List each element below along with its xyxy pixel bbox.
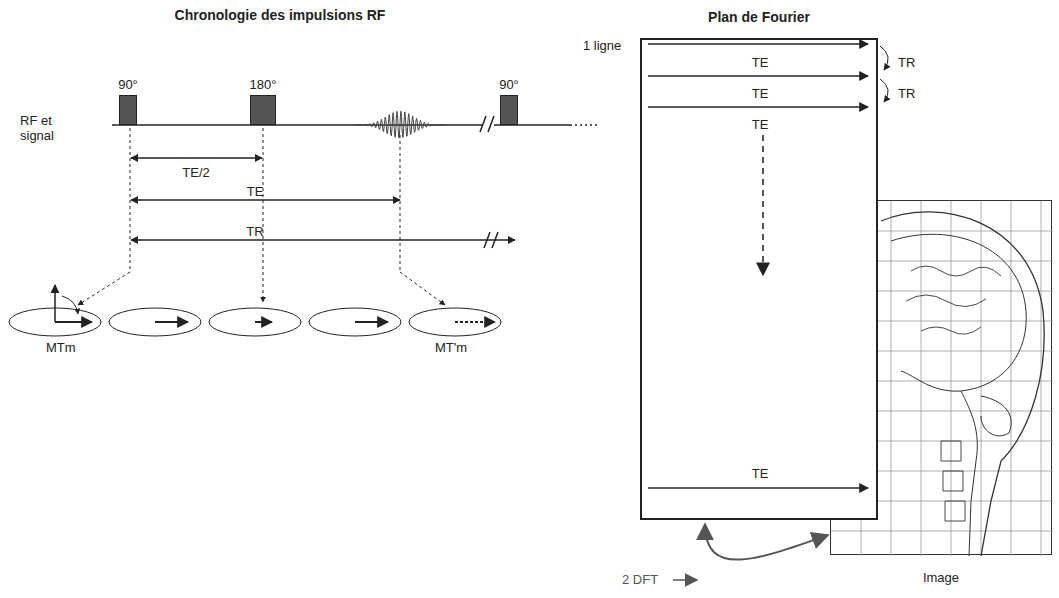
- rf-pulse: 90°: [119, 95, 137, 125]
- rf-pulse: 90°: [500, 95, 518, 125]
- pointer-arrow: [673, 579, 697, 581]
- rf-pulse: 180°: [250, 95, 276, 125]
- flip-angle: 90°: [499, 77, 519, 92]
- annotation-label: MTm: [46, 340, 76, 355]
- edge-label: 2 DFT: [620, 572, 660, 587]
- annotation-label: RF et signal: [20, 113, 80, 143]
- annotation-label: TR: [246, 224, 263, 239]
- panel-title: Plan de Fourier: [708, 10, 810, 25]
- annotation-label: 1 ligne: [583, 38, 621, 53]
- transform-arrow: [705, 524, 828, 560]
- annotation-label: MT'm: [435, 340, 467, 355]
- annotation-label: TE: [752, 86, 769, 101]
- panel-caption: Image: [923, 570, 959, 585]
- annotation-label: TE/2: [182, 165, 209, 180]
- annotation-label: TR: [898, 86, 915, 101]
- annotation-label: TE: [752, 117, 769, 132]
- panel-title: Chronologie des impulsions RF: [173, 8, 388, 23]
- annotation-label: TE: [752, 55, 769, 70]
- flip-angle: 90°: [118, 77, 138, 92]
- flip-angle: 180°: [250, 77, 277, 92]
- annotation-label: TE: [752, 466, 769, 481]
- fourier-plane: Plan de Fourier: [640, 38, 878, 520]
- annotation-label: TR: [898, 55, 915, 70]
- annotation-label: TE: [247, 184, 264, 199]
